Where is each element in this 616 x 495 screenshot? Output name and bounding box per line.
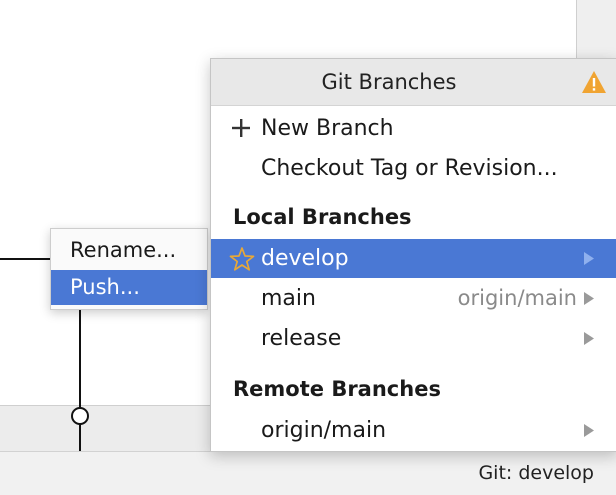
submenu-arrow-icon (584, 292, 594, 305)
rename-menu-item[interactable]: Rename... (70, 238, 177, 262)
new-branch-action[interactable]: New Branch (211, 109, 616, 148)
git-branches-popup: Git Branches New Branch Checkout Tag or … (210, 58, 616, 452)
branch-item-develop[interactable]: develop (211, 239, 616, 278)
branch-label: release (261, 326, 342, 351)
tracking-branch-label: origin/main (457, 286, 577, 310)
background-panel (576, 0, 616, 60)
submenu-arrow-icon (584, 252, 594, 265)
branch-label: main (261, 286, 316, 311)
push-menu-item[interactable]: Push... (51, 270, 207, 305)
branch-item-main[interactable]: main origin/main (211, 279, 616, 318)
star-icon (229, 247, 255, 271)
plus-icon (232, 119, 250, 137)
branch-context-menu: Rename... Push... (50, 228, 208, 310)
popup-title: Git Branches (321, 70, 457, 94)
remote-branches-heading: Remote Branches (233, 377, 441, 401)
warning-icon[interactable] (581, 70, 607, 94)
new-branch-label: New Branch (261, 116, 394, 141)
branch-label: develop (261, 246, 349, 271)
status-bar: Git: develop (0, 451, 616, 495)
checkout-tag-action[interactable]: Checkout Tag or Revision... (211, 149, 616, 188)
checkout-tag-label: Checkout Tag or Revision... (261, 156, 558, 181)
popup-header: Git Branches (211, 59, 616, 106)
branch-item-origin-main[interactable]: origin/main (211, 411, 616, 450)
branch-label: origin/main (261, 418, 387, 443)
submenu-arrow-icon (584, 424, 594, 437)
git-status-widget[interactable]: Git: develop (478, 462, 594, 484)
submenu-arrow-icon (584, 332, 594, 345)
local-branches-heading: Local Branches (233, 205, 412, 229)
branch-item-release[interactable]: release (211, 319, 616, 358)
